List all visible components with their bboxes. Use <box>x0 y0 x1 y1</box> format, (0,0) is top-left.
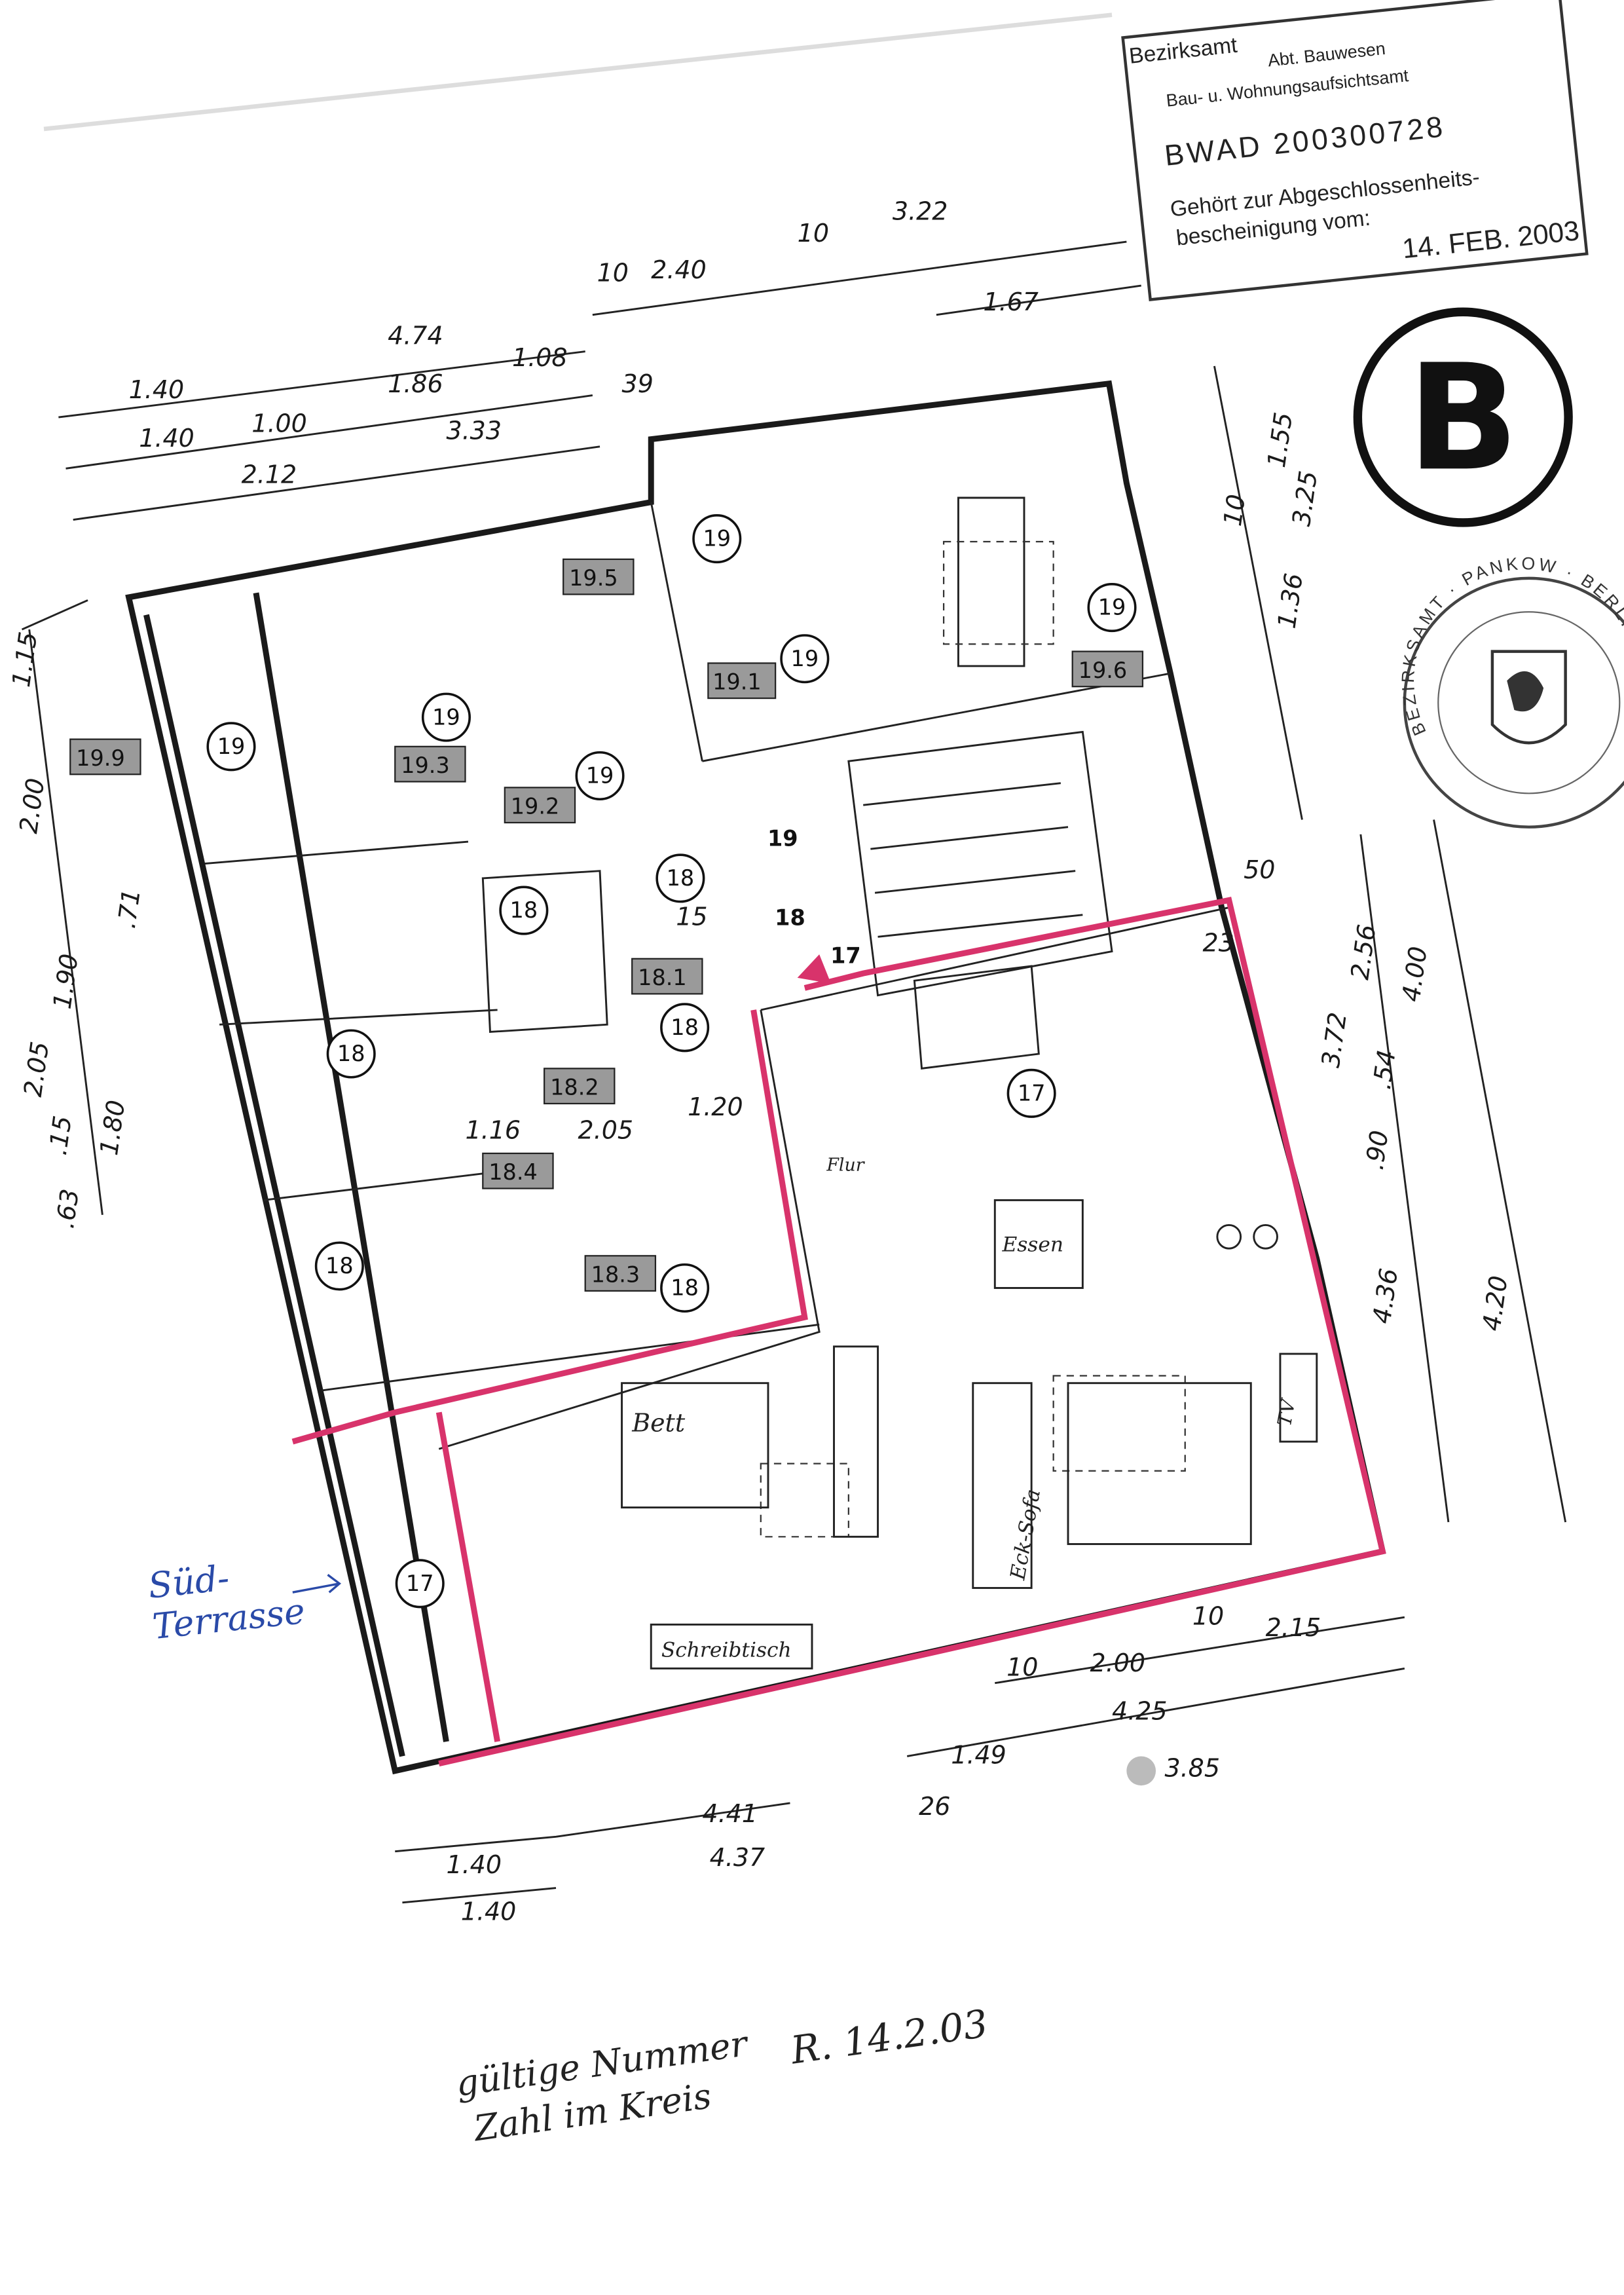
dimension-label: 4.41 <box>702 1799 758 1828</box>
dimension-label: 4.25 <box>1112 1697 1168 1726</box>
building-walls <box>125 380 1386 1775</box>
bear-shield-icon <box>1490 650 1567 745</box>
dimension-label: 3.85 <box>1164 1754 1220 1783</box>
unit-number: 18 <box>337 1041 365 1066</box>
dimension-label: 1.67 <box>983 288 1039 316</box>
tv-label: TV <box>1273 1396 1300 1428</box>
dimension-label: 2.15 <box>1266 1613 1321 1642</box>
room-label: 19.3 <box>401 753 450 778</box>
dimension-label: .90 <box>1360 1129 1394 1172</box>
scan-mark <box>1126 1756 1156 1786</box>
room-label: 19.1 <box>712 669 762 695</box>
desk-label: Schreibtisch <box>661 1639 792 1662</box>
unit-number: 19 <box>432 704 460 730</box>
dimension-label: 39 <box>622 369 654 398</box>
unit-number: 18 <box>325 1253 354 1278</box>
terrace-annotation: Süd-Terrasse <box>146 1558 342 1648</box>
dimension-label: .63 <box>50 1187 84 1230</box>
room-label: 18.2 <box>550 1075 599 1100</box>
seal-letter: B <box>1407 333 1519 503</box>
dimension-label: 1.49 <box>951 1741 1006 1770</box>
hall-label: Flur <box>826 1155 865 1176</box>
dimension-label: .71 <box>112 887 146 930</box>
unit-number: 17 <box>1018 1081 1046 1106</box>
dimension-label: 1.40 <box>129 375 185 404</box>
dimensions-bottom: 10 2.15 10 2.00 4.25 1.49 3.85 4.41 4.37… <box>446 1601 1321 1926</box>
dimension-label: 1.40 <box>139 424 194 453</box>
dimension-label: 1.08 <box>512 343 568 372</box>
arrow-right-icon <box>292 1574 342 1594</box>
room-label: 19.5 <box>569 565 618 591</box>
dimension-label: 1.40 <box>461 1897 517 1926</box>
unit-number: 18 <box>510 897 538 923</box>
unit-number: 19 <box>703 526 731 551</box>
unit-number: 18 <box>671 1275 699 1301</box>
stair-label: 17 <box>830 942 861 968</box>
unit-number: 19 <box>791 646 819 671</box>
unit-number: 19 <box>1098 595 1126 620</box>
room-label: 18.3 <box>591 1262 640 1288</box>
room-label: 19.2 <box>511 794 560 819</box>
dimension-label: 2.00 <box>1090 1649 1146 1677</box>
unit-17-highlight <box>291 897 1386 1766</box>
dimension-label: 26 <box>919 1792 950 1821</box>
dimension-label: 3.33 <box>446 417 502 445</box>
dimension-lines <box>21 240 1567 1904</box>
room-label: 19.9 <box>76 745 125 771</box>
dimensions-left: 2.00 1.90 2.05 1.80 .63 .15 1.15 .71 <box>7 630 146 1231</box>
stair-label: 18 <box>775 905 805 930</box>
dimension-label: 2.40 <box>651 255 707 284</box>
stair-label: 19 <box>767 826 798 851</box>
terrace-label: Süd-Terrasse <box>146 1558 307 1648</box>
room-label: 19.6 <box>1079 658 1128 683</box>
dimension-label: 1.20 <box>688 1092 743 1121</box>
dimension-label: 10 <box>1006 1653 1038 1682</box>
dimension-label: 1.40 <box>446 1850 502 1879</box>
dining-label: Essen <box>1001 1233 1063 1257</box>
dimension-label: 4.74 <box>388 321 443 350</box>
dimensions-inner: 1.16 2.05 1.20 15 <box>465 902 743 1144</box>
dimension-label: 10 <box>1218 493 1251 528</box>
entrance-arrow-icon <box>797 954 832 984</box>
dimension-label: 10 <box>597 258 629 287</box>
dimension-label: 2.05 <box>578 1116 634 1145</box>
unit-number: 19 <box>217 734 246 759</box>
bed-label: Bett <box>631 1408 686 1437</box>
room-label: 18.4 <box>489 1159 538 1185</box>
dimension-label: 3.22 <box>893 196 948 225</box>
unit-number: 18 <box>671 1015 699 1040</box>
dimension-label: 4.37 <box>710 1843 766 1872</box>
unit-number: 19 <box>586 763 614 789</box>
dimension-label: .54 <box>1367 1048 1401 1091</box>
dimension-label: 1.00 <box>251 409 307 438</box>
dimension-label: 23 <box>1203 929 1234 958</box>
unit-circles: 19 19 19 19 19 19 18 18 18 18 18 18 17 1… <box>206 514 1137 1609</box>
dimension-label: .15 <box>43 1114 77 1157</box>
dimension-label: 10 <box>1192 1601 1224 1630</box>
dimension-label: 1.16 <box>465 1116 521 1145</box>
dimension-label: 15 <box>676 902 707 931</box>
dimension-label: 50 <box>1244 855 1275 884</box>
room-labels: 19.9 19.3 19.2 19.5 19.1 19.6 18.1 18.2 … <box>69 558 1144 1292</box>
dimension-label: 2.12 <box>242 460 297 489</box>
dimension-label: 10 <box>798 219 829 248</box>
stair-markers: 19 18 17 <box>767 826 861 984</box>
dimensions-top: 4.74 10 2.40 10 3.22 1.67 1.40 1.00 1.86… <box>129 196 1039 489</box>
unit-number: 18 <box>667 865 695 891</box>
room-label: 18.1 <box>638 965 687 990</box>
dimension-label: 1.86 <box>388 369 443 398</box>
unit-number: 17 <box>406 1571 434 1596</box>
b-seal: B <box>1353 307 1573 527</box>
